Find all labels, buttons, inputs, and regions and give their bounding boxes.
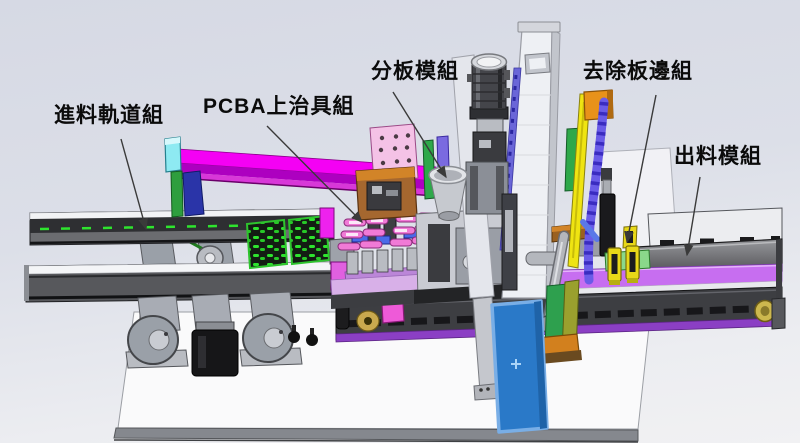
infeed-rail-assembly (24, 207, 355, 325)
leader-lines (120, 91, 701, 257)
selected-component-highlight (490, 299, 549, 434)
cylinder-and-selection (472, 230, 582, 434)
label-board-split: 分板模組 (371, 60, 459, 83)
label-pcba-jig: PCBA上治具組 (203, 95, 355, 118)
splitter-housing (414, 207, 513, 304)
drive-motors (125, 291, 318, 377)
label-outfeed: 出料模組 (674, 145, 762, 168)
label-edge-removal: 去除板邊組 (583, 60, 693, 83)
label-infeed-rail: 進料軌道組 (54, 104, 164, 127)
